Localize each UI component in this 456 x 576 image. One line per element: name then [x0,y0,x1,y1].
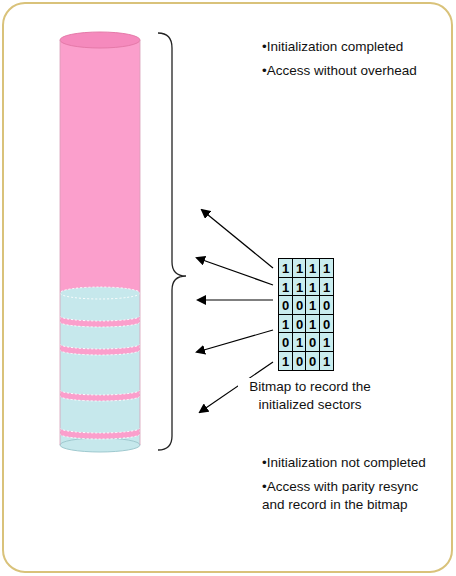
bitmap-cell: 1 [278,258,293,278]
status-note: •Access without overhead [262,62,447,80]
bitmap-caption: Bitmap to record the initialized sectors [238,378,382,413]
bitmap-cell: 1 [278,351,293,371]
bitmap-cell: 1 [319,332,334,352]
curly-brace [158,33,186,450]
bitmap-cell: 1 [319,351,334,371]
status-note: •Access with parity resync and record in… [262,478,442,513]
bitmap-cell: 0 [319,314,334,334]
status-note: •Initialization completed [262,38,447,56]
frame [3,3,452,572]
bitmap-cell: 1 [305,314,320,334]
bitmap-cell: 0 [305,351,320,371]
bitmap-cell: 1 [319,258,334,278]
bitmap-cell: 0 [305,332,320,352]
disk-cylinder [60,32,140,452]
bitmap-cell: 1 [305,295,320,315]
bitmap-cell: 1 [305,258,320,278]
bitmap-cell: 0 [319,295,334,315]
bitmap-cell: 1 [278,314,293,334]
bitmap-cell: 1 [305,277,320,297]
bitmap-cell: 0 [278,295,293,315]
bitmap-cell: 1 [278,277,293,297]
bitmap-cell: 1 [319,277,334,297]
bitmap-cell: 0 [278,332,293,352]
status-note: •Initialization not completed [262,454,447,472]
